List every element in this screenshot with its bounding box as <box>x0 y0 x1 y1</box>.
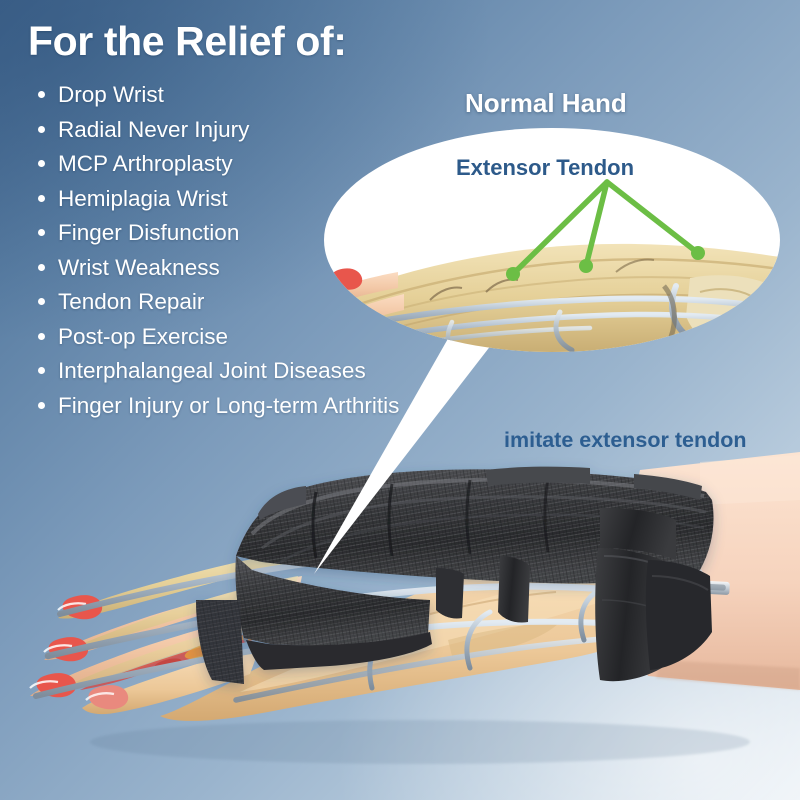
list-item: Tendon Repair <box>30 287 399 316</box>
tendon-pointer-dots <box>506 246 705 281</box>
list-item-label: Tendon Repair <box>58 289 205 314</box>
list-item: Wrist Weakness <box>30 253 399 282</box>
bullet-icon <box>38 298 45 305</box>
bullet-icon <box>38 332 45 340</box>
callout-bubble-tail <box>314 300 512 574</box>
bullet-icon <box>38 229 45 236</box>
bullet-icon <box>38 367 45 374</box>
wrist-strap <box>436 508 730 682</box>
list-item-label: Drop Wrist <box>58 82 164 107</box>
relief-conditions-list: Drop Wrist Radial Never Injury MCP Arthr… <box>30 80 399 425</box>
list-item-label: Finger Injury or Long-term Arthritis <box>58 392 400 418</box>
bullet-icon <box>38 91 45 98</box>
list-item: Interphalangeal Joint Diseases <box>30 356 399 385</box>
list-item-label: Radial Never Injury <box>58 116 250 142</box>
bullet-icon <box>38 401 45 409</box>
callout-title: Normal Hand <box>465 88 627 118</box>
tendon-pointer-lines <box>510 179 701 277</box>
list-item: Post-op Exercise <box>30 322 399 351</box>
wrist-splint <box>196 466 714 684</box>
list-item-label: Finger Disfunction <box>58 220 240 245</box>
list-item: MCP Arthroplasty <box>30 149 399 178</box>
page-title: For the Relief of: <box>28 18 347 64</box>
list-item: Radial Never Injury <box>30 115 399 144</box>
list-item: Hemiplagia Wrist <box>30 184 399 213</box>
list-item-label: Hemiplagia Wrist <box>58 185 228 211</box>
list-item-label: Post-op Exercise <box>58 323 229 349</box>
bullet-icon <box>38 125 45 133</box>
bullet-icon <box>38 160 45 167</box>
extensor-tendon-label: Extensor Tendon <box>456 155 635 180</box>
list-item-label: Interphalangeal Joint Diseases <box>58 358 366 383</box>
list-item-label: MCP Arthroplasty <box>58 151 233 176</box>
list-item: Finger Injury or Long-term Arthritis <box>30 391 399 420</box>
list-item: Finger Disfunction <box>30 218 399 247</box>
list-item-label: Wrist Weakness <box>58 254 220 280</box>
product-caption: imitate extensor tendon <box>504 428 747 452</box>
bullet-icon <box>38 263 45 271</box>
bullet-icon <box>38 194 45 202</box>
list-item: Drop Wrist <box>30 80 399 109</box>
